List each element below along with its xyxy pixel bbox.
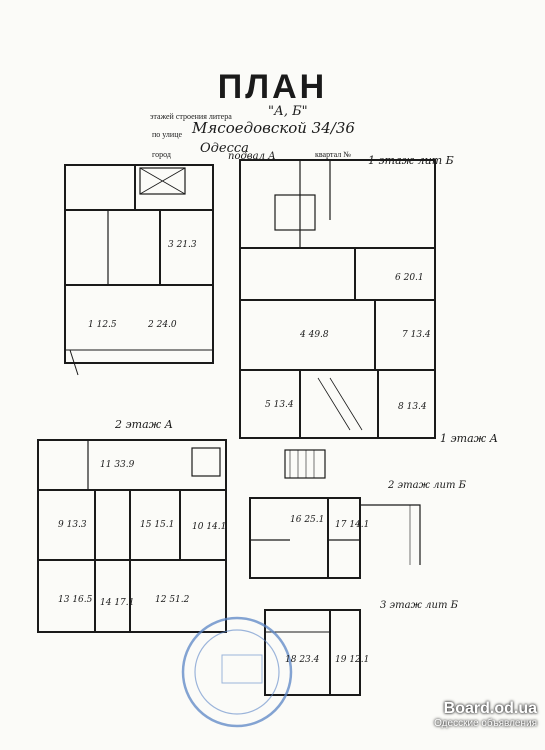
street-label: по улице (152, 130, 183, 139)
room-label: 9 13.3 (58, 520, 87, 530)
room-label: 4 49.8 (300, 330, 329, 340)
quarter-label: квартал № (315, 150, 351, 159)
third-floor-b-outline (264, 609, 361, 696)
watermark-site: Board.od.ua (443, 700, 537, 717)
room-label: 19 12.1 (335, 655, 370, 665)
room-label: 11 33.9 (100, 460, 135, 470)
basement-label: подвал А (228, 151, 276, 162)
room-label: 6 20.1 (395, 273, 424, 283)
inventory-stamp (181, 616, 293, 728)
basement-outline (64, 164, 214, 364)
board-watermark: Board.od.ua Одесские объявления (434, 700, 537, 729)
second-floor-b-outline (249, 497, 361, 579)
room-label: 5 13.4 (265, 400, 294, 410)
room-label: 15 15.1 (140, 520, 175, 530)
floor-label-first-a: 1 этаж А (440, 432, 498, 445)
building-letter-value: "А, Б" (268, 104, 308, 119)
room-label: 2 24.0 (148, 320, 177, 330)
room-label: 13 16.5 (58, 595, 93, 605)
room-label: 7 13.4 (402, 330, 431, 340)
room-label: 12 51.2 (155, 595, 190, 605)
floor-label-second-a: 2 этаж А (115, 418, 173, 431)
city-value: Одесса (200, 141, 249, 156)
city-label: город (152, 150, 171, 159)
street-value: Мясоедовской 34/36 (192, 119, 355, 137)
floor-label-third-b: 3 этаж лит Б (380, 600, 458, 611)
first-floor-a-outline (239, 247, 436, 439)
watermark-caption: Одесские объявления (434, 718, 537, 729)
second-floor-a-outline (37, 439, 227, 633)
room-label: 18 23.4 (285, 655, 320, 665)
room-label: 10 14.1 (192, 522, 227, 532)
room-label: 17 14.1 (335, 520, 370, 530)
room-label: 1 12.5 (88, 320, 117, 330)
first-floor-b-outline (239, 159, 436, 249)
room-label: 8 13.4 (398, 402, 427, 412)
room-label: 14 17.1 (100, 598, 135, 608)
room-label: 16 25.1 (290, 515, 325, 525)
room-label: 3 21.3 (168, 240, 197, 250)
plan-title: ПЛАН (217, 68, 328, 106)
floor-label-second-b: 2 этаж лит Б (388, 480, 466, 491)
building-letter-label: этажей строения литера (150, 112, 232, 121)
